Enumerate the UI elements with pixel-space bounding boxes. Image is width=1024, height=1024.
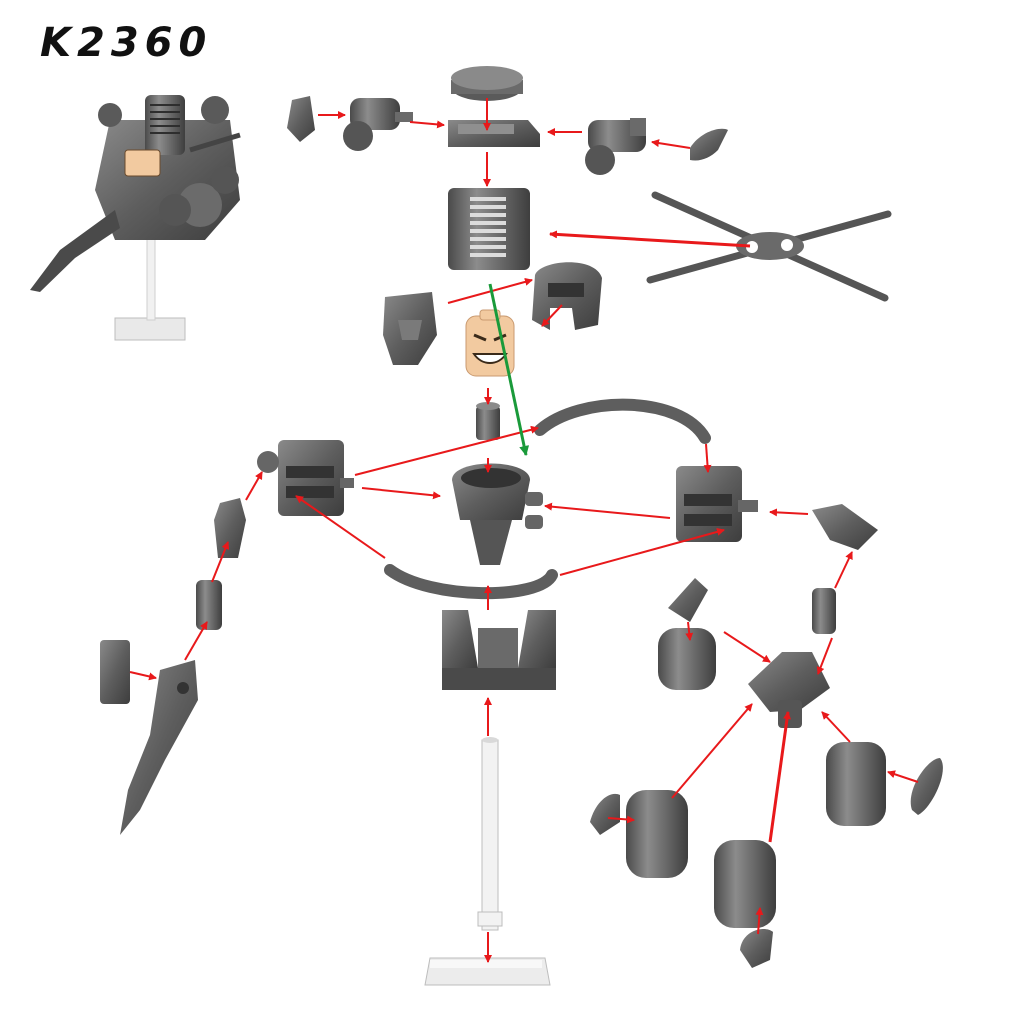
right-lower-shield-part	[910, 758, 943, 815]
left-small-clip-part	[100, 640, 130, 704]
assembly-arrows	[129, 98, 919, 963]
arrow	[821, 711, 851, 743]
arrow	[651, 139, 691, 149]
helmet-part	[532, 262, 602, 330]
right-bar-connector-part	[812, 588, 836, 634]
arrow	[816, 637, 833, 675]
chest-armor-part	[383, 292, 437, 365]
minifig-head-part	[465, 309, 515, 377]
torso-grille-part	[448, 188, 530, 270]
arrow	[685, 621, 694, 641]
right-clip-part	[812, 504, 878, 550]
left-joint-block-part	[257, 440, 354, 516]
stand-pole-part	[477, 737, 503, 931]
neck-bracket-part	[448, 120, 540, 147]
left-bar-connector-part	[196, 580, 222, 630]
arrow	[295, 495, 386, 559]
arrow	[559, 527, 725, 576]
right-lower-cannon-part	[826, 742, 886, 826]
arrow	[607, 815, 635, 824]
arrow	[184, 621, 208, 661]
arrow	[768, 711, 792, 843]
bottom-center-cannon-part	[714, 840, 776, 928]
arrow	[211, 541, 230, 583]
arrow	[834, 551, 853, 589]
arrow	[361, 487, 441, 500]
stand-base-part	[424, 957, 551, 986]
arrow	[544, 502, 671, 519]
right-upper-cannon-part	[658, 628, 716, 690]
bottom-left-cannon-part	[626, 790, 688, 878]
left-claw-blade-part	[120, 660, 198, 835]
right-shoulder-pad-part	[690, 128, 728, 161]
assembled-model-preview	[30, 95, 241, 341]
arrow	[671, 703, 753, 799]
set-code-title: K2360	[40, 20, 213, 66]
upper-arc-part	[534, 398, 711, 444]
right-hub-part	[748, 652, 830, 728]
arrow	[409, 120, 445, 129]
arrow	[703, 443, 712, 473]
top-cap-part	[451, 66, 523, 101]
left-clip-part	[214, 498, 246, 558]
bottom-center-shield-part	[740, 929, 773, 968]
arrow	[723, 631, 771, 663]
right-upper-shield-part	[668, 578, 708, 622]
green-head-arrow	[488, 283, 530, 456]
lower-arc-part	[384, 564, 558, 600]
arrow	[887, 770, 919, 783]
right-cannon-part	[585, 118, 646, 175]
arrow	[541, 304, 563, 327]
cockpit-pod-part	[452, 463, 543, 565]
arrow	[245, 471, 263, 501]
arrow	[447, 277, 533, 304]
left-cannon-part	[343, 98, 413, 151]
arrow	[549, 230, 751, 248]
arrow	[769, 508, 809, 517]
skirt-base-part	[442, 610, 556, 690]
left-shoulder-pad-part	[287, 96, 315, 142]
x-blade-part	[646, 191, 892, 302]
right-joint-block-part	[676, 466, 758, 542]
arrow	[129, 671, 157, 681]
neck-post-part	[476, 402, 500, 440]
arrow	[755, 907, 764, 935]
bottom-left-shield-part	[590, 793, 620, 835]
arrow	[354, 425, 539, 476]
